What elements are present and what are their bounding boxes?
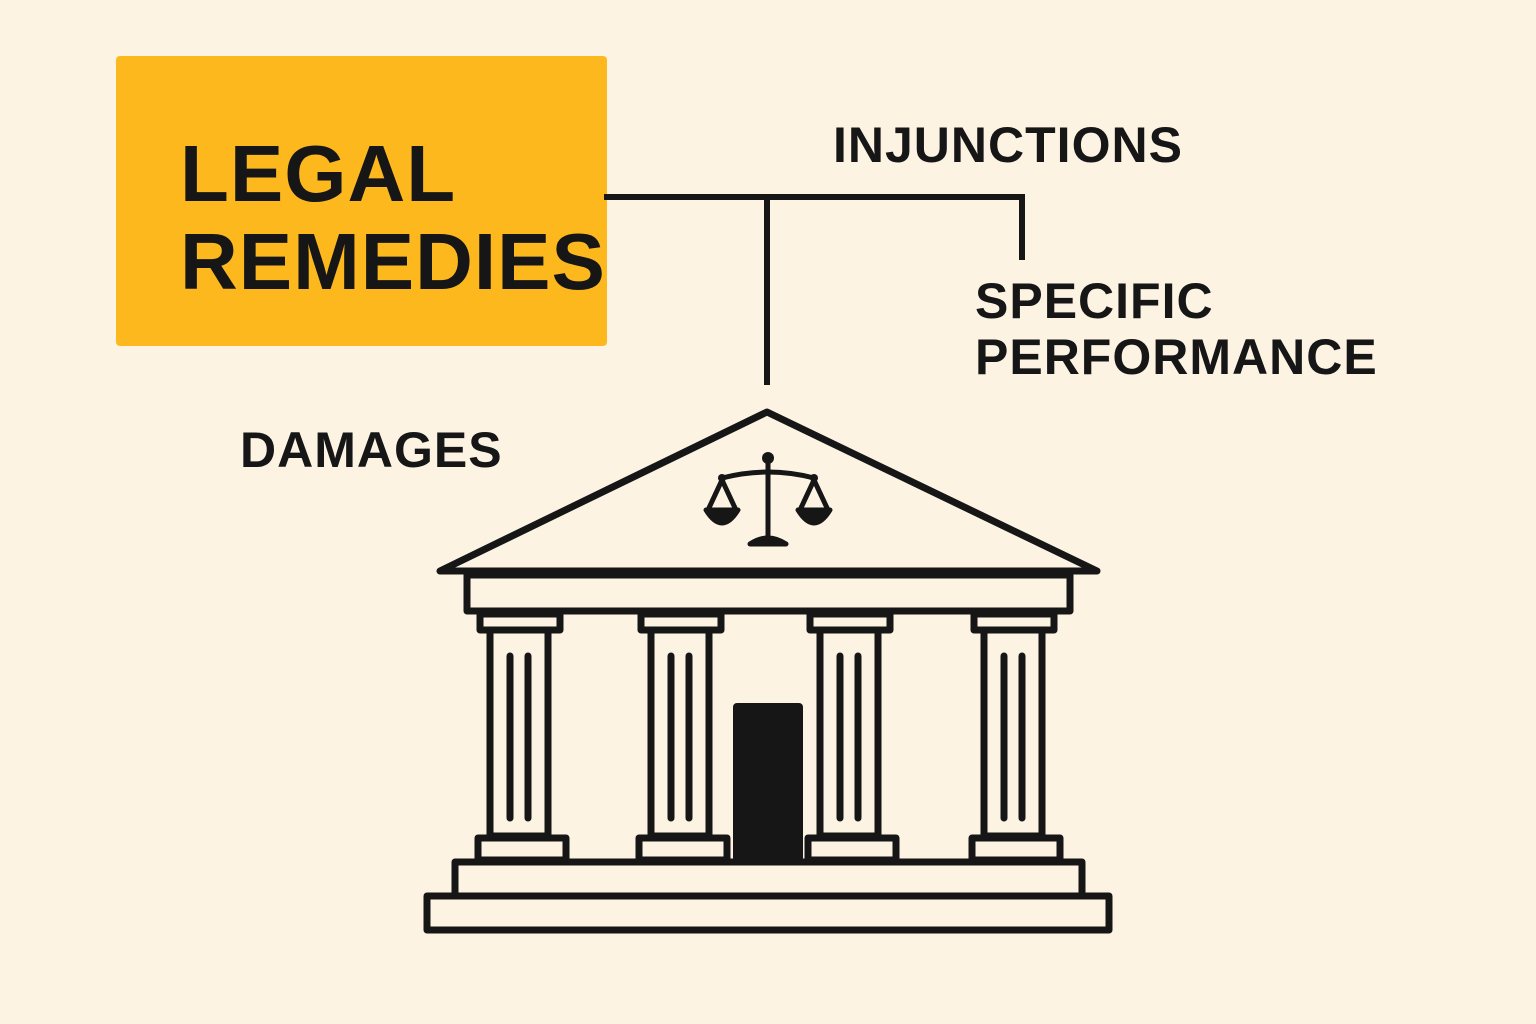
title-box: LEGAL REMEDIES: [116, 56, 607, 346]
courthouse-icon: [423, 408, 1113, 934]
label-injunctions: INJUNCTIONS: [833, 117, 1183, 173]
label-specific-performance-line-1: SPECIFIC: [975, 273, 1214, 329]
entablature: [463, 571, 1074, 615]
column: [635, 610, 731, 864]
title-line-2: REMEDIES: [180, 217, 606, 306]
label-specific-performance-line-2: PERFORMANCE: [975, 329, 1378, 385]
scales-of-justice-icon: [703, 452, 833, 547]
pediment: [436, 408, 1101, 575]
column: [804, 610, 900, 864]
column: [968, 610, 1064, 864]
step-upper: [451, 858, 1086, 900]
label-damages: DAMAGES: [240, 422, 503, 478]
title-line-1: LEGAL: [180, 129, 457, 218]
connector-lines: [604, 194, 1025, 385]
column: [474, 610, 570, 864]
label-specific-performance: SPECIFIC PERFORMANCE: [975, 273, 1378, 385]
step-lower: [423, 892, 1113, 934]
door: [733, 703, 803, 862]
